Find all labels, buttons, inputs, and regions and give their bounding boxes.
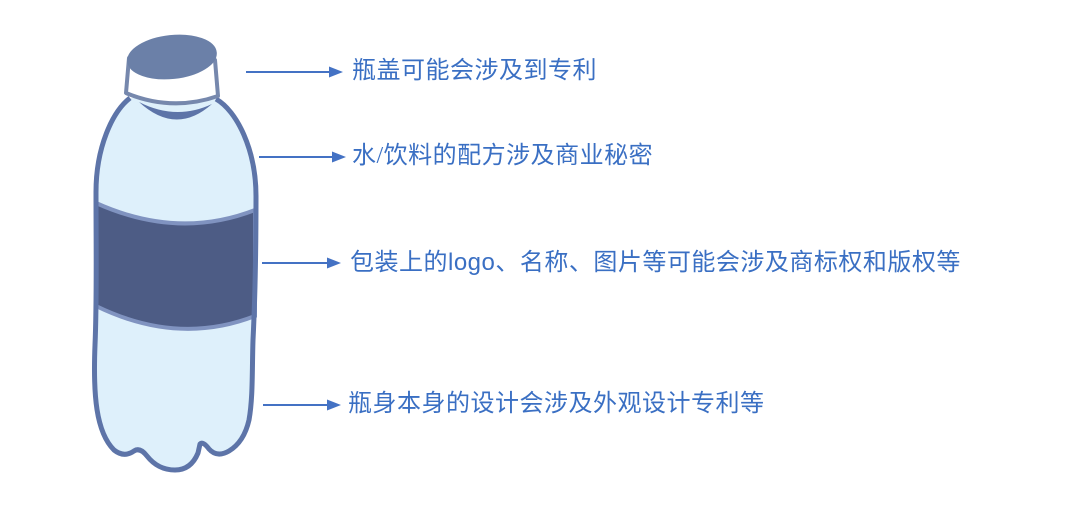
arrow-body bbox=[263, 399, 341, 411]
annotation-cap-patent: 瓶盖可能会涉及到专利 bbox=[352, 58, 597, 84]
annotation-packaging-trademark-copyright: 包装上的logo、名称、图片等可能会涉及商标权和版权等 bbox=[350, 249, 961, 276]
arrow-contents bbox=[259, 151, 346, 163]
arrow-cap bbox=[246, 66, 343, 78]
label-band bbox=[94, 199, 257, 331]
annotation-body-design-patent: 瓶身本身的设计会涉及外观设计专利等 bbox=[348, 391, 765, 417]
bottle-body-outline bbox=[91, 96, 259, 473]
annotation-formula-trade-secret: 水/饮料的配方涉及商业秘密 bbox=[352, 143, 654, 169]
bottle-cap-top bbox=[127, 34, 217, 80]
neck-crease bbox=[139, 102, 212, 120]
arrow-label-band bbox=[262, 257, 341, 269]
